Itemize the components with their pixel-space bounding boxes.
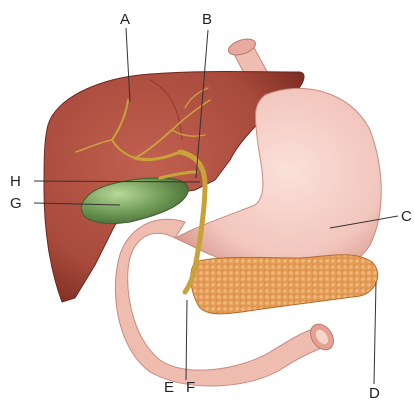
label-c: C [401,208,412,225]
pancreas [191,255,378,314]
leader-line-f [186,300,187,380]
label-g: G [10,195,22,212]
label-d: D [369,385,380,402]
label-e: E [164,379,174,396]
label-b: B [202,11,212,28]
label-a: A [120,11,130,28]
label-f: F [186,379,195,396]
label-h: H [10,173,21,190]
leader-line-d [374,282,376,384]
